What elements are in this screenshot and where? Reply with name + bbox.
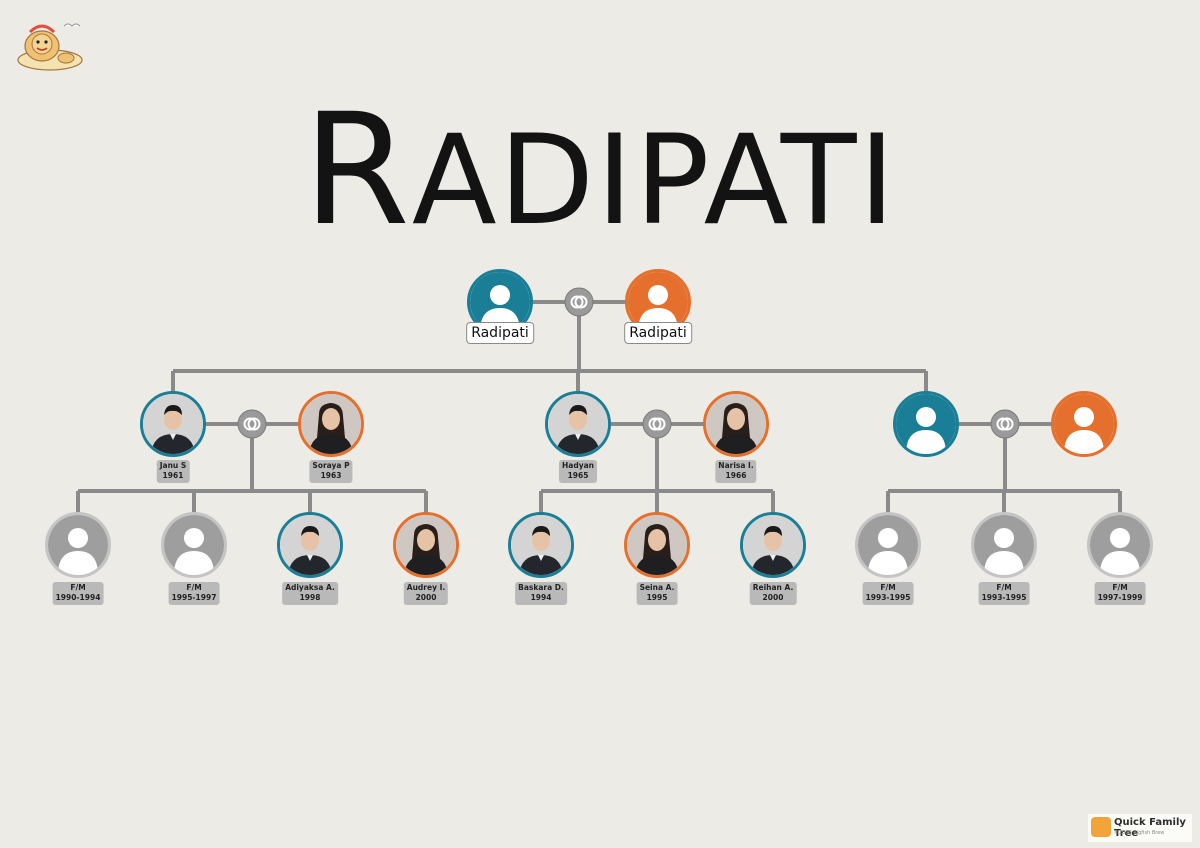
person-silhouette-icon xyxy=(1090,515,1150,575)
person-name: F/M xyxy=(70,583,86,592)
portrait-photo xyxy=(396,515,456,575)
person-year: 2000 xyxy=(415,593,437,602)
person-silhouette-icon xyxy=(858,515,918,575)
person-photo[interactable] xyxy=(508,512,574,578)
person-year: 1997-1999 xyxy=(1097,593,1143,602)
person-name: Audrey I. xyxy=(406,583,446,592)
person-photo[interactable] xyxy=(277,512,343,578)
portrait-photo xyxy=(706,394,766,454)
person-year: 1966 xyxy=(725,471,747,480)
person-silhouette-icon xyxy=(896,394,956,454)
person-year: 2000 xyxy=(762,593,784,602)
person-photo[interactable] xyxy=(624,512,690,578)
person-placeholder[interactable] xyxy=(1087,512,1153,578)
person-year: 1995 xyxy=(646,593,668,602)
person-placeholder[interactable] xyxy=(1051,391,1117,457)
person-photo[interactable] xyxy=(545,391,611,457)
person-silhouette-icon xyxy=(164,515,224,575)
portrait-photo xyxy=(511,515,571,575)
person-name: F/M xyxy=(996,583,1012,592)
root-name-tag: Radipati xyxy=(466,322,534,344)
person-caption: Adiyaksa A.1998 xyxy=(282,582,338,605)
marriage-ring-icon xyxy=(564,287,594,317)
person-year: 1961 xyxy=(162,471,184,480)
person-placeholder[interactable] xyxy=(161,512,227,578)
portrait-photo xyxy=(280,515,340,575)
person-name: Baskara D. xyxy=(518,583,564,592)
marriage-ring-icon xyxy=(237,409,267,439)
person-name: Seina A. xyxy=(639,583,675,592)
person-year: 1993-1995 xyxy=(865,593,911,602)
person-name: Hadyan xyxy=(562,461,594,470)
person-caption: Audrey I.2000 xyxy=(403,582,449,605)
person-caption: Reihan A.2000 xyxy=(749,582,797,605)
person-caption: Seina A.1995 xyxy=(636,582,678,605)
portrait-photo xyxy=(627,515,687,575)
root-name-tag: Radipati xyxy=(624,322,692,344)
person-caption: Baskara D.1994 xyxy=(515,582,567,605)
portrait-photo xyxy=(743,515,803,575)
person-year: 1963 xyxy=(320,471,342,480)
lion-mascot-icon xyxy=(16,14,88,80)
page-title: RADIPATI xyxy=(302,81,898,260)
portrait-photo xyxy=(548,394,608,454)
person-year: 1995-1997 xyxy=(171,593,217,602)
person-photo[interactable] xyxy=(703,391,769,457)
person-placeholder[interactable] xyxy=(855,512,921,578)
tree-app-icon xyxy=(1091,817,1111,837)
person-name: Janu S xyxy=(159,461,187,470)
brand-name: Quick Family Tree xyxy=(1114,817,1186,839)
person-placeholder[interactable] xyxy=(45,512,111,578)
person-name: Adiyaksa A. xyxy=(285,583,335,592)
person-year: 1965 xyxy=(567,471,589,480)
person-year: 1993-1995 xyxy=(981,593,1027,602)
person-name: F/M xyxy=(880,583,896,592)
person-name: Narisa I. xyxy=(718,461,754,470)
person-name: F/M xyxy=(186,583,202,592)
person-photo[interactable] xyxy=(140,391,206,457)
person-name: F/M xyxy=(1112,583,1128,592)
person-year: 1998 xyxy=(299,593,321,602)
person-name: Reihan A. xyxy=(752,583,794,592)
marriage-ring-icon xyxy=(990,409,1020,439)
person-photo[interactable] xyxy=(740,512,806,578)
brand-copyright: ©2018 Bigfish Brew xyxy=(1114,830,1165,836)
person-caption: Narisa I.1966 xyxy=(715,460,757,483)
portrait-photo xyxy=(143,394,203,454)
person-silhouette-icon xyxy=(974,515,1034,575)
person-silhouette-icon xyxy=(48,515,108,575)
quick-family-tree-badge: Quick Family Tree ©2018 Bigfish Brew xyxy=(1088,814,1192,842)
person-year: 1994 xyxy=(530,593,552,602)
person-placeholder[interactable] xyxy=(971,512,1037,578)
person-name: Soraya P xyxy=(312,461,350,470)
marriage-ring-icon xyxy=(642,409,672,439)
person-photo[interactable] xyxy=(298,391,364,457)
person-photo[interactable] xyxy=(393,512,459,578)
portrait-photo xyxy=(301,394,361,454)
person-year: 1990-1994 xyxy=(55,593,101,602)
person-silhouette-icon xyxy=(1054,394,1114,454)
person-placeholder[interactable] xyxy=(893,391,959,457)
